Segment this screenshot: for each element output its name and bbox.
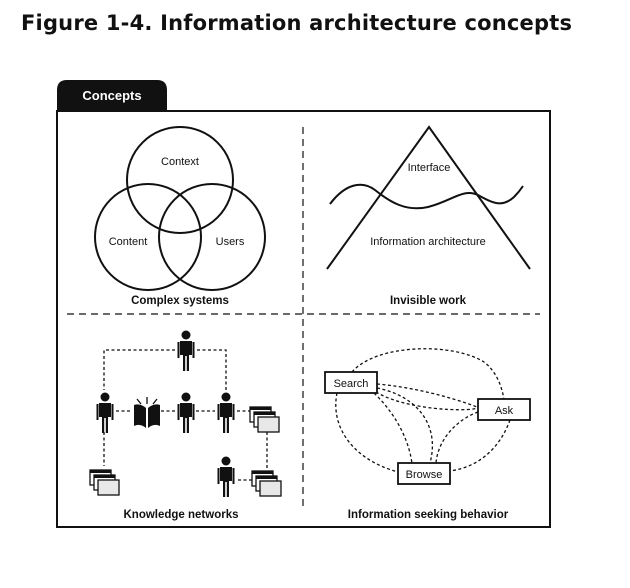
search-node-label: Search	[334, 378, 369, 390]
browse-node-label: Browse	[406, 469, 443, 481]
seeking-path	[375, 391, 479, 411]
document-stack-icon	[89, 469, 120, 496]
panel-tab-label: Concepts	[82, 88, 141, 103]
seeking-path	[376, 383, 478, 408]
invisible-work-quadrant: Interface Information architecture Invis…	[326, 125, 531, 307]
iceberg-triangle	[326, 125, 531, 270]
seeking-path	[351, 348, 505, 401]
information-seeking-quadrant: Search Ask Browse Information seeking be…	[324, 348, 531, 521]
context-label: Context	[161, 156, 199, 168]
person-icon	[96, 392, 114, 433]
document-stack-icon	[249, 406, 280, 433]
person-icon	[177, 330, 195, 371]
seeking-path	[435, 411, 479, 464]
seeking-path	[335, 392, 399, 473]
search-node: Search	[324, 371, 378, 394]
context-circle	[126, 126, 234, 234]
content-label: Content	[109, 236, 148, 248]
complex-systems-quadrant: Context Content Users Complex systems	[94, 126, 266, 307]
ask-node-label: Ask	[495, 405, 514, 417]
knowledge-networks-caption: Knowledge networks	[123, 509, 238, 521]
waterline-wave	[329, 183, 524, 210]
seeking-path	[373, 392, 413, 465]
knowledge-networks-quadrant: Knowledge networks	[89, 330, 282, 521]
person-icon	[217, 392, 235, 433]
network-link	[197, 349, 227, 390]
document-stack-icon	[251, 470, 282, 497]
figure-title: Figure 1-4. Information architecture con…	[21, 11, 573, 35]
panel-tab	[57, 80, 167, 111]
concepts-panel: Concepts	[56, 80, 551, 528]
information-seeking-caption: Information seeking behavior	[348, 509, 509, 521]
person-icon	[177, 392, 195, 433]
seeking-path	[376, 387, 434, 464]
users-label: Users	[216, 236, 245, 248]
seeking-path	[448, 419, 511, 472]
person-icon	[217, 456, 235, 497]
invisible-work-caption: Invisible work	[390, 295, 467, 307]
panel-frame	[56, 110, 551, 528]
content-circle	[94, 183, 202, 291]
network-link	[103, 349, 175, 390]
interface-label: Interface	[408, 162, 451, 174]
ask-node: Ask	[477, 398, 531, 421]
browse-node: Browse	[397, 462, 451, 485]
book-icon	[134, 397, 160, 428]
complex-systems-caption: Complex systems	[131, 295, 229, 307]
information-architecture-label: Information architecture	[370, 236, 486, 248]
users-circle	[158, 183, 266, 291]
